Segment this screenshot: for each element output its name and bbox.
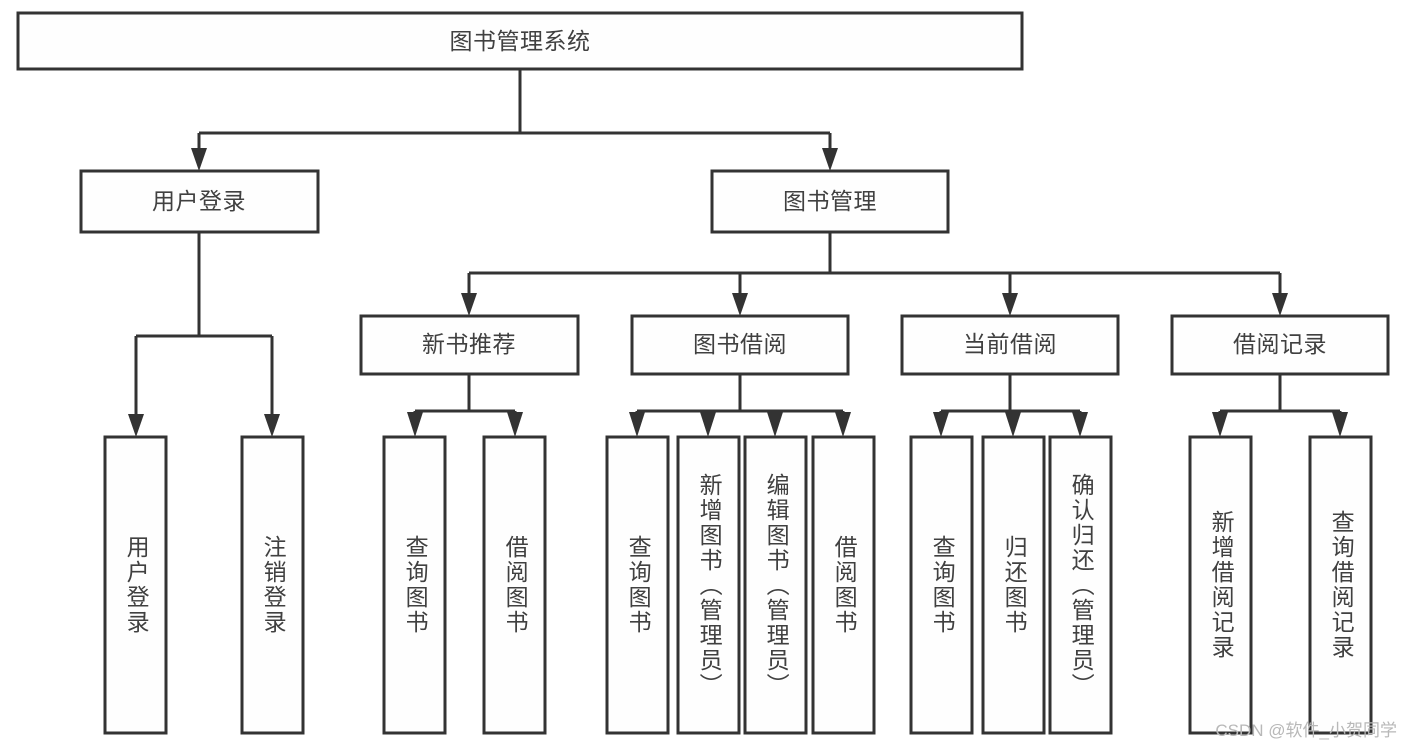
node-book-borrow[interactable]: 图书借阅 [630, 314, 850, 376]
connector-group-book-manage [461, 232, 1288, 316]
arrowhead-leaf-borrow-book-b [835, 412, 851, 437]
node-borrow-record-label: 借阅记录 [1233, 331, 1327, 357]
arrowhead-leaf-user-login [128, 414, 144, 437]
leaf-boxes-group [103, 435, 1373, 735]
arrowhead-borrow-record [1272, 293, 1288, 316]
node-leaf-edit-book-box[interactable] [743, 435, 808, 735]
node-book-manage-box[interactable] [710, 169, 950, 234]
node-leaf-add-record-box[interactable] [1188, 435, 1253, 735]
connector-group-current-borrow [933, 374, 1088, 437]
node-book-manage[interactable]: 图书管理 [710, 169, 950, 234]
node-leaf-user-login-box[interactable] [103, 435, 168, 735]
node-user-login[interactable]: 用户登录 [79, 169, 320, 234]
connector-group-root [191, 69, 838, 171]
arrowhead-leaf-query-book-rec [407, 412, 423, 437]
node-root-box[interactable] [16, 11, 1024, 71]
node-leaf-logout-box[interactable] [240, 435, 305, 735]
node-borrow-record[interactable]: 借阅记录 [1170, 314, 1390, 376]
arrowhead-book-borrow [732, 293, 748, 316]
arrowhead-current-borrow [1002, 293, 1018, 316]
node-leaf-query-book-b-box[interactable] [605, 435, 670, 735]
arrowhead-leaf-add-book [700, 412, 716, 437]
node-user-login-box[interactable] [79, 169, 320, 234]
csdn-watermark: CSDN @软件_小贺同学 [1215, 721, 1397, 740]
node-leaf-query-record-box[interactable] [1308, 435, 1373, 735]
arrowhead-user-login [191, 148, 207, 171]
arrowhead-leaf-confirm-return [1072, 412, 1088, 437]
node-new-book-rec-label: 新书推荐 [422, 331, 516, 357]
node-new-book-rec[interactable]: 新书推荐 [359, 314, 580, 376]
node-book-manage-label: 图书管理 [783, 188, 877, 214]
arrowhead-leaf-query-book-c [933, 412, 949, 437]
node-root[interactable]: 图书管理系统 [16, 11, 1024, 71]
arrowhead-leaf-return-book [1005, 412, 1021, 437]
node-book-borrow-box[interactable] [630, 314, 850, 376]
node-root-label: 图书管理系统 [450, 28, 591, 54]
arrowhead-leaf-logout [264, 414, 280, 437]
node-current-borrow-box[interactable] [900, 314, 1120, 376]
node-leaf-add-book-box[interactable] [676, 435, 741, 735]
node-leaf-query-book-rec-box[interactable] [382, 435, 447, 735]
connector-group-borrow-record [1212, 374, 1348, 437]
node-current-borrow-label: 当前借阅 [963, 331, 1057, 357]
node-borrow-record-box[interactable] [1170, 314, 1390, 376]
arrowhead-leaf-borrow-book-rec [507, 412, 523, 437]
node-leaf-borrow-book-rec-box[interactable] [482, 435, 547, 735]
arrowhead-leaf-add-record [1212, 412, 1228, 437]
node-leaf-borrow-book-b-box[interactable] [811, 435, 876, 735]
connector-group-new-book-rec [407, 374, 523, 437]
arrowhead-leaf-query-book-b [629, 412, 645, 437]
arrowhead-new-book-rec [461, 293, 477, 316]
node-current-borrow[interactable]: 当前借阅 [900, 314, 1120, 376]
node-book-borrow-label: 图书借阅 [693, 331, 787, 357]
node-leaf-confirm-return-box[interactable] [1048, 435, 1113, 735]
node-leaf-return-book-box[interactable] [981, 435, 1046, 735]
arrowhead-book-manage [822, 148, 838, 171]
arrowhead-leaf-edit-book [767, 412, 783, 437]
arrowhead-leaf-query-record [1332, 412, 1348, 437]
connector-group-user-login [128, 232, 280, 437]
node-new-book-rec-box[interactable] [359, 314, 580, 376]
node-leaf-query-book-c-box[interactable] [909, 435, 974, 735]
connector-group-book-borrow [629, 374, 851, 437]
node-user-login-label: 用户登录 [152, 188, 246, 214]
